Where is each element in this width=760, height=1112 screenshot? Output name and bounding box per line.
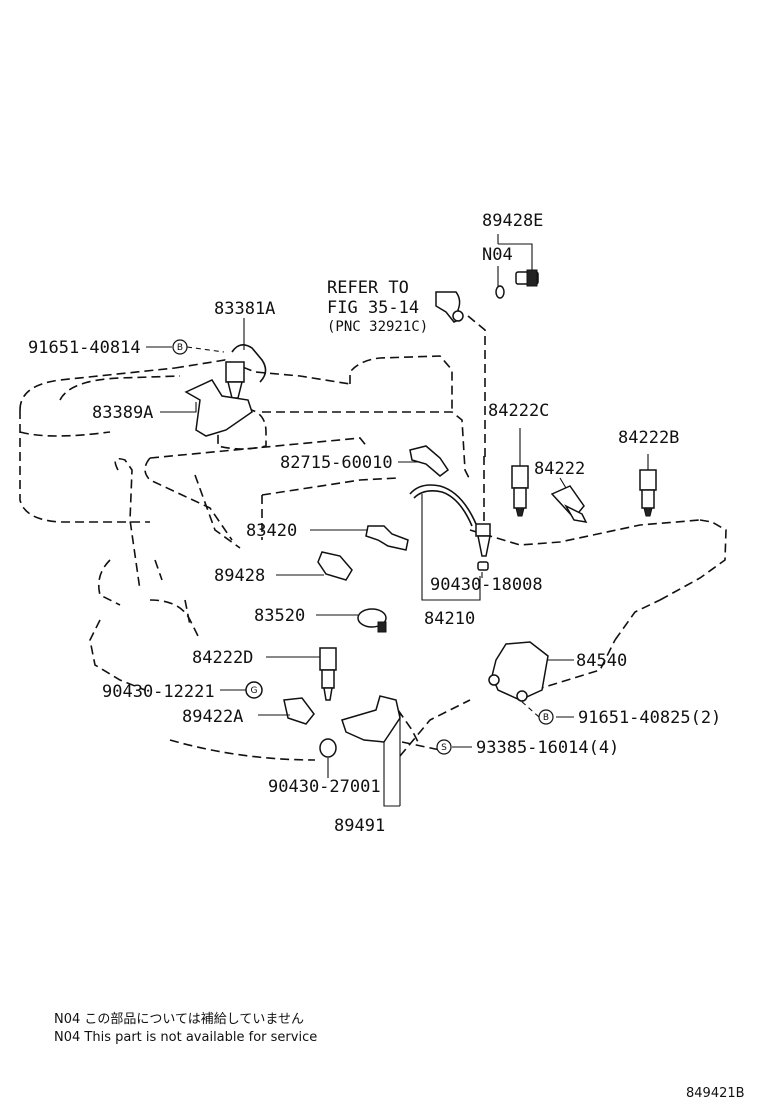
svg-text:G: G: [251, 686, 258, 696]
part-84540-drawing: [488, 641, 549, 702]
refer-line-1: REFER TO: [327, 278, 409, 298]
label-89491: 89491: [334, 816, 385, 836]
label-89422A: 89422A: [182, 707, 243, 727]
refer-line-2: FIG 35-14: [327, 298, 419, 318]
label-90430-27001: 90430-27001: [268, 777, 381, 797]
part-84222D-drawing: [319, 647, 337, 701]
label-91651-40825: 91651-40825(2): [578, 708, 721, 728]
bolt-symbol-40814: B: [172, 339, 188, 355]
part-84222-drawing: [550, 485, 588, 523]
engine-outline: [19, 315, 727, 761]
part-refer-elbow-drawing: [435, 291, 464, 323]
label-84222B: 84222B: [618, 428, 679, 448]
svg-text:B: B: [543, 713, 549, 723]
label-84540: 84540: [576, 651, 627, 671]
label-93385-16014: 93385-16014(4): [476, 738, 619, 758]
part-89428E-drawing: [495, 269, 539, 299]
bolt-40814-dash: [186, 346, 225, 353]
label-90430-18008: 90430-18008: [430, 575, 543, 595]
part-83389A-drawing: [184, 379, 253, 437]
note-japanese: N04 この部品については補給していません: [54, 1012, 304, 1027]
label-84222: 84222: [534, 459, 585, 479]
label-89428: 89428: [214, 566, 265, 586]
part-83420-drawing: [365, 525, 409, 551]
part-83381A-drawing: [225, 344, 267, 399]
label-90430-12221: 90430-12221: [102, 682, 215, 702]
part-84210-drawing: [409, 484, 491, 557]
part-83520-drawing: [357, 608, 387, 633]
refer-line-3: (PNC 32921C): [327, 319, 428, 335]
leader-lines: [146, 234, 649, 807]
label-83420: 83420: [246, 521, 297, 541]
bolt-symbol-40825: B: [538, 709, 554, 725]
part-90430-27001-drawing: [319, 738, 337, 758]
drawing-number: 849421B: [686, 1086, 745, 1101]
part-84222B-drawing: [639, 469, 657, 517]
part-82715-drawing: [409, 445, 450, 477]
label-83389A: 83389A: [92, 403, 153, 423]
label-83381A: 83381A: [214, 299, 275, 319]
label-91651-40814: 91651-40814: [28, 338, 141, 358]
part-90430-18008-drawing: [477, 561, 489, 571]
part-84222C-drawing: [511, 465, 529, 517]
note-english: N04 This part is not available for servi…: [54, 1030, 317, 1045]
svg-text:B: B: [177, 343, 183, 353]
part-89422A-drawing: [283, 697, 315, 725]
screw-symbol-93385: S: [436, 739, 452, 755]
label-84222C: 84222C: [488, 401, 549, 421]
part-89491-drawing: [341, 695, 401, 743]
label-82715-60010: 82715-60010: [280, 453, 393, 473]
part-89428-drawing: [317, 551, 353, 581]
label-89428E: 89428E: [482, 211, 543, 231]
label-84210: 84210: [424, 609, 475, 629]
svg-text:S: S: [441, 743, 447, 753]
part-90430-12221-drawing: G: [245, 681, 263, 699]
bolt-40825-dash: [519, 699, 540, 718]
label-n04: N04: [482, 245, 513, 265]
label-83520: 83520: [254, 606, 305, 626]
label-84222D: 84222D: [192, 648, 253, 668]
